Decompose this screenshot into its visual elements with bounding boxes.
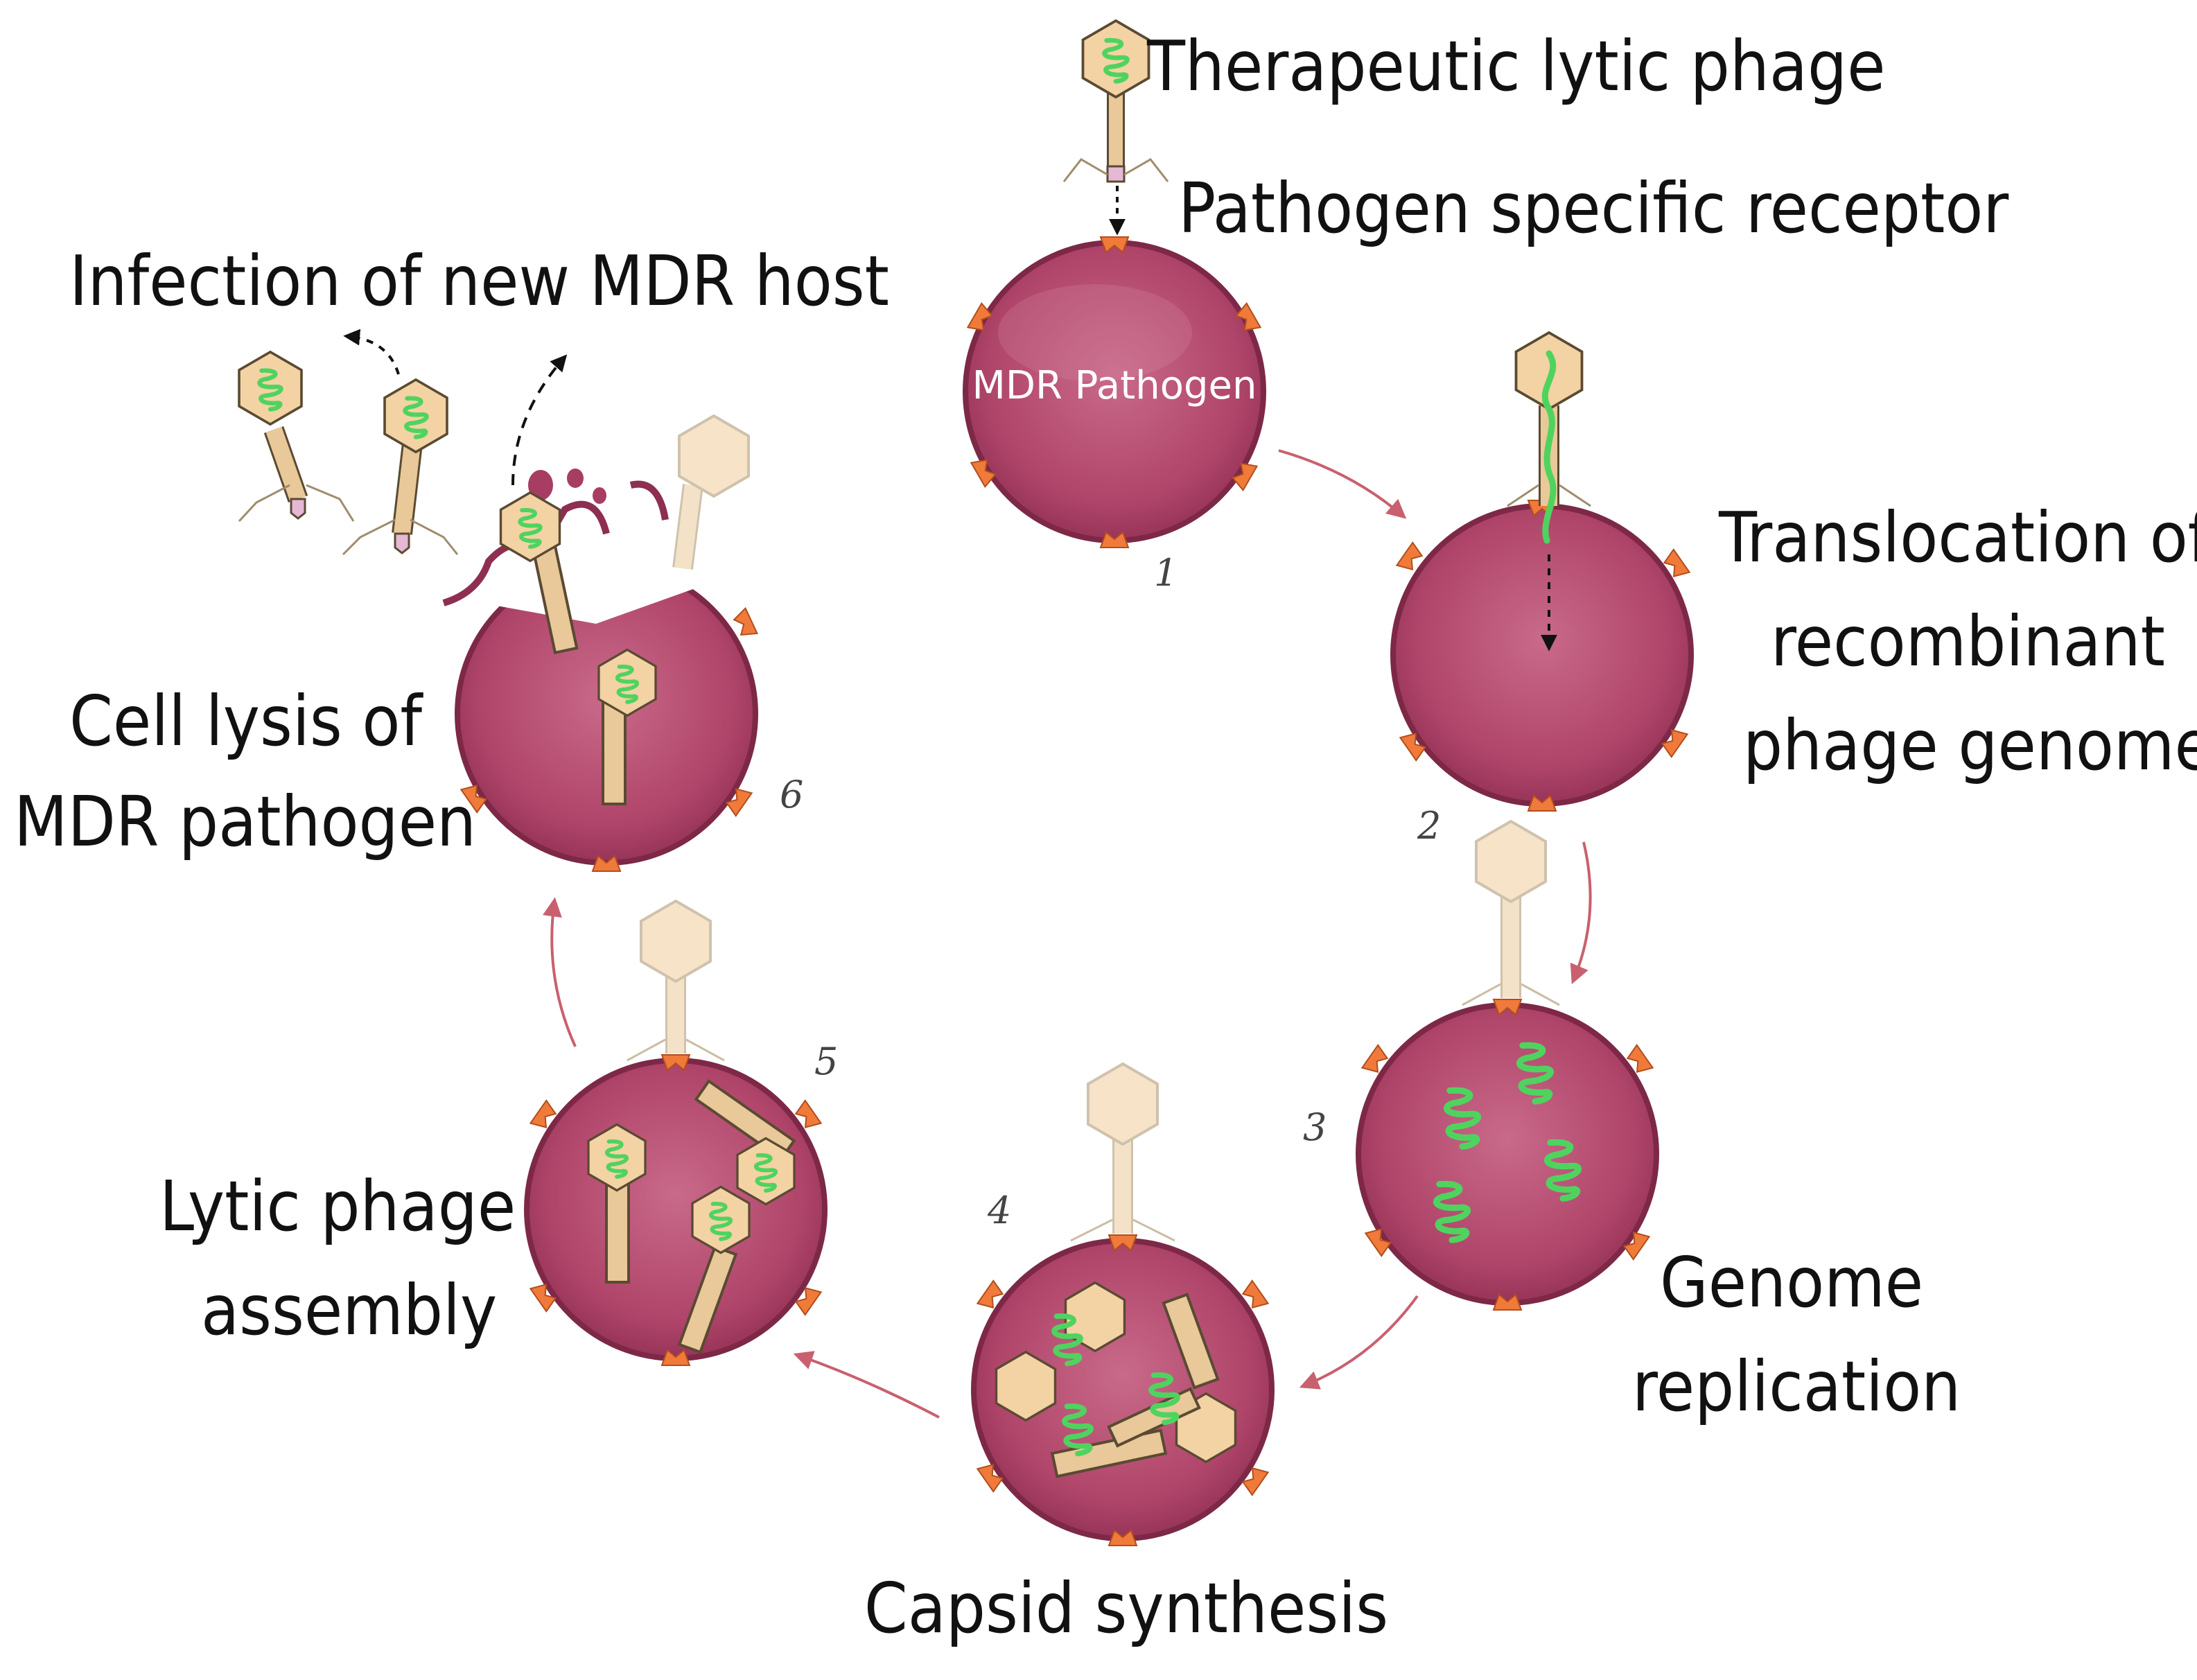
step-number-2: 2	[1417, 804, 1441, 848]
cell-name-label: MDR Pathogen	[972, 363, 1257, 408]
step-number-3: 3	[1303, 1105, 1327, 1149]
cycle-arrow-1-2	[1278, 449, 1407, 519]
phage-empty-6	[672, 414, 750, 570]
translocation-label-line3: phage genome	[1743, 705, 2197, 786]
cell-6	[442, 469, 758, 872]
cycle-arrow-3-4	[1299, 1295, 1419, 1390]
phage-label: Therapeutic lytic phage	[1146, 26, 1886, 107]
phage-empty-4	[1070, 1062, 1175, 1242]
phage-icon	[1062, 21, 1169, 183]
released-phage-1	[239, 352, 355, 523]
release-arrow-2	[511, 354, 568, 486]
infection-label: Infection of new MDR host	[69, 240, 889, 322]
cell-1: MDR Pathogen	[963, 236, 1266, 548]
phage-empty-5	[627, 899, 725, 1062]
step-number-4: 4	[987, 1189, 1011, 1232]
cell-4	[971, 1234, 1275, 1546]
lysis-label-line2: MDR pathogen	[14, 781, 476, 862]
receptor-label: Pathogen specific receptor	[1178, 168, 2009, 249]
cycle-arrow-4-5	[793, 1351, 940, 1419]
replication-label-line1: Genome	[1660, 1242, 1923, 1323]
phage-injecting	[1507, 331, 1591, 544]
translocation-label-line2: recombinant	[1771, 601, 2165, 682]
release-arrow-1	[343, 329, 400, 375]
cell-2	[1390, 500, 1694, 812]
assembly-label-line2: assembly	[201, 1270, 497, 1351]
cycle-arrow-2-3	[1570, 841, 1592, 985]
step-number-5: 5	[814, 1040, 838, 1083]
lysis-label-line1: Cell lysis of	[69, 681, 423, 762]
cell-5	[524, 1054, 828, 1366]
step-number-6: 6	[780, 773, 803, 816]
translocation-label-line1: Translocation of	[1718, 497, 2197, 578]
replication-label-line2: replication	[1632, 1346, 1961, 1427]
cell-3	[1356, 999, 1659, 1311]
step-number-1: 1	[1154, 551, 1178, 595]
assembly-label-line1: Lytic phage	[159, 1166, 516, 1247]
phage-empty-3	[1462, 819, 1560, 1006]
cycle-arrow-5-6	[543, 897, 577, 1047]
capsid-label: Capsid synthesis	[864, 1568, 1388, 1649]
released-phage-2	[342, 380, 459, 556]
